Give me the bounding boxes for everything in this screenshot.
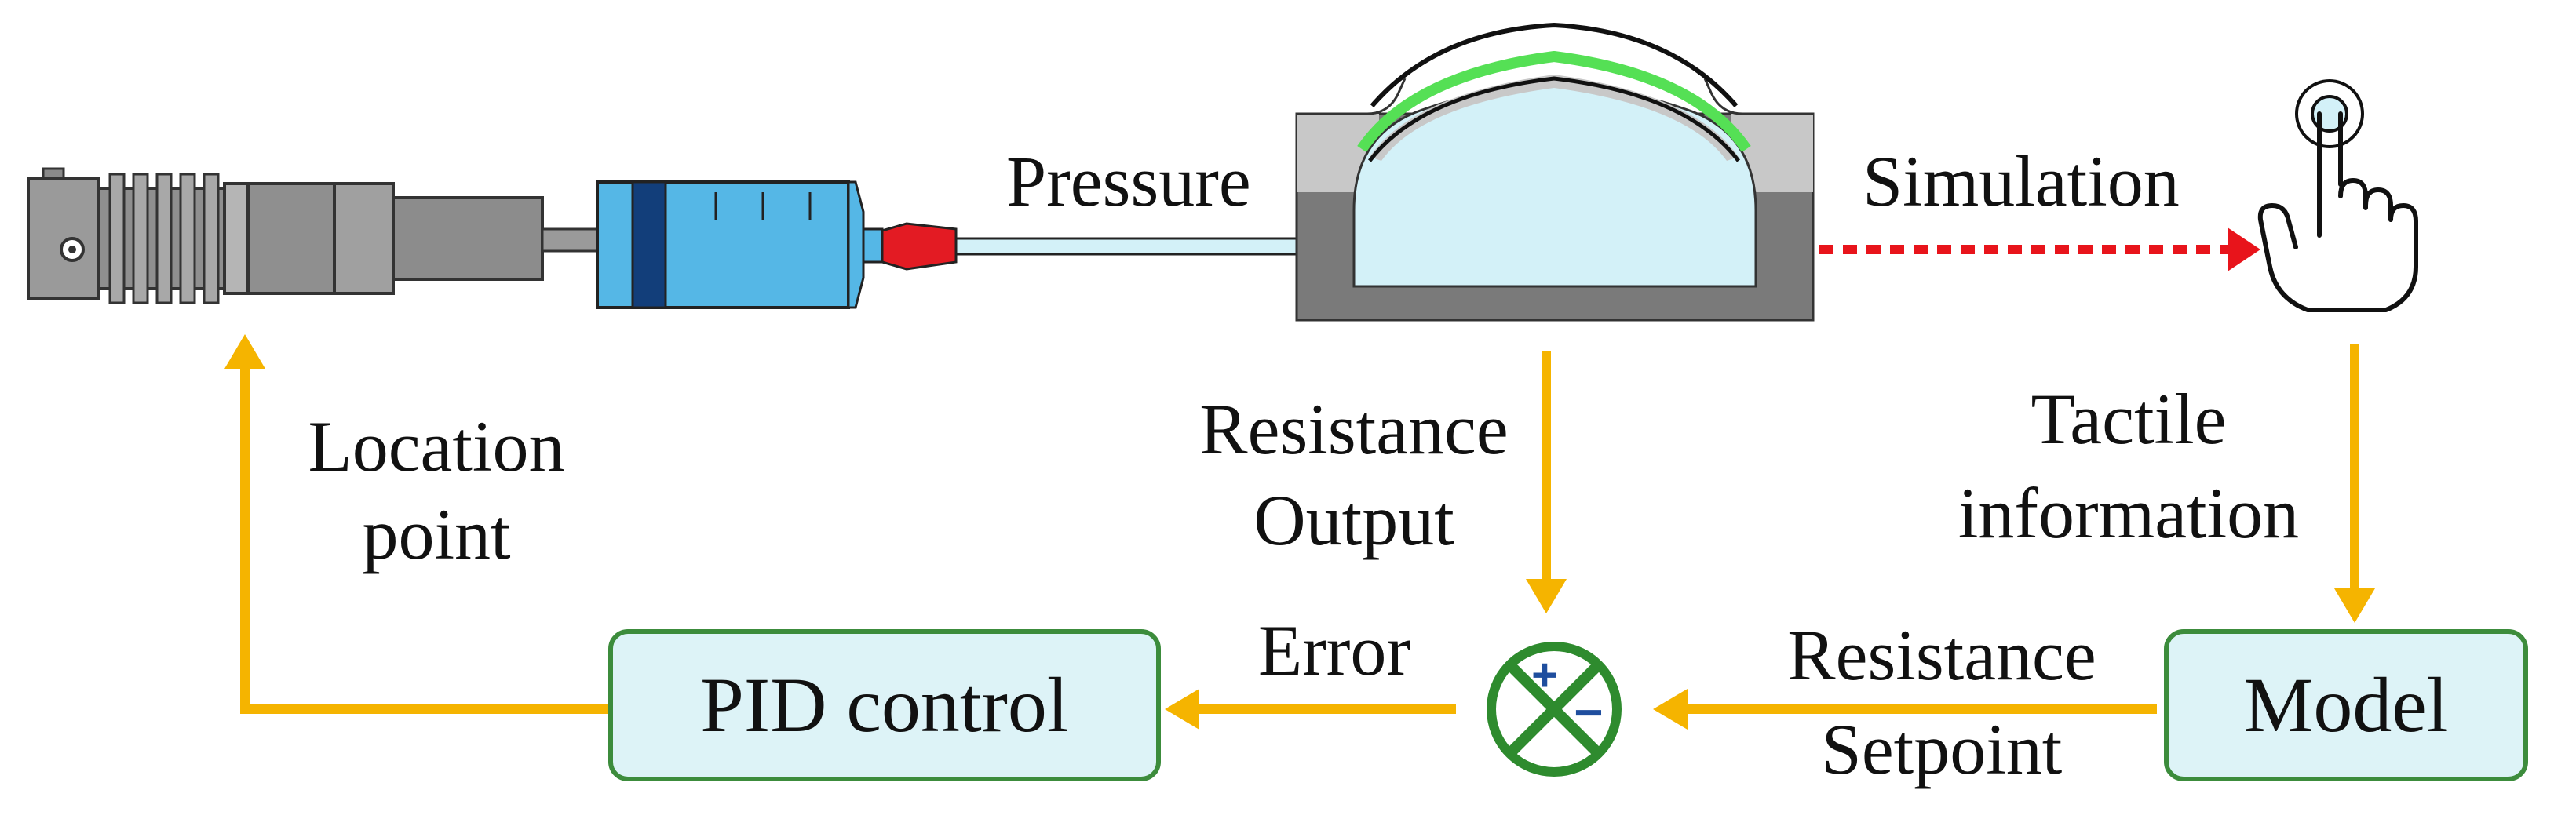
touch-finger-icon bbox=[2257, 79, 2418, 312]
location-label-line1: Location bbox=[308, 406, 565, 486]
location-point-arrow bbox=[240, 369, 608, 714]
plus-sign: + bbox=[1531, 650, 1558, 701]
pid-control-box: PID control bbox=[608, 629, 1161, 781]
stepper-motor-icon bbox=[27, 167, 599, 304]
simulation-arrowhead bbox=[2228, 228, 2260, 271]
tactile-label-line1: Tactile bbox=[2031, 379, 2227, 459]
resistance-setpoint-label-line2: Setpoint bbox=[1822, 709, 2063, 789]
location-label-line2: point bbox=[362, 494, 511, 574]
syringe-icon bbox=[596, 180, 958, 309]
resistance-setpoint-label-line1: Resistance bbox=[1787, 615, 2096, 695]
resistance-output-label-line1: Resistance bbox=[1199, 389, 1508, 469]
minus-sign: − bbox=[1574, 684, 1603, 741]
model-box: Model bbox=[2164, 629, 2528, 781]
pressure-label: Pressure bbox=[1006, 141, 1251, 221]
model-label: Model bbox=[2243, 661, 2448, 748]
tactile-label-line2: information bbox=[1958, 473, 2299, 553]
simulation-label: Simulation bbox=[1863, 141, 2180, 221]
summing-junction: + − bbox=[1487, 642, 1622, 777]
resistance-output-label-line2: Output bbox=[1253, 480, 1454, 560]
pressure-chamber-icon bbox=[1295, 22, 1815, 322]
pid-control-label: PID control bbox=[700, 661, 1068, 748]
error-label: Error bbox=[1258, 610, 1410, 690]
